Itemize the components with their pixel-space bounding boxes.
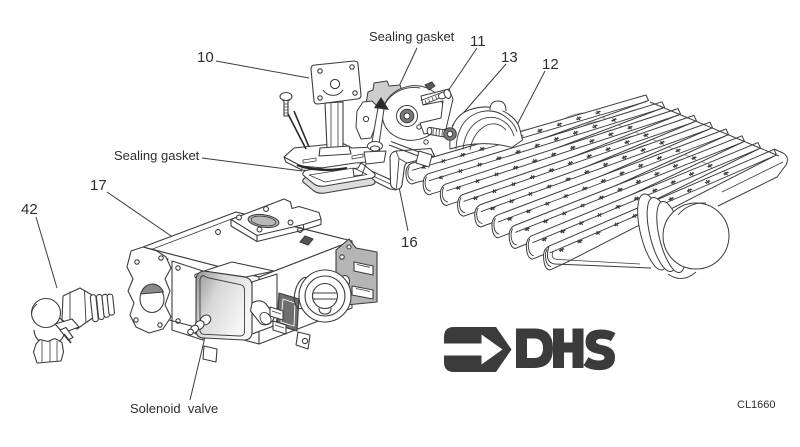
- svg-text:10: 10: [197, 49, 214, 66]
- svg-text:17: 17: [90, 177, 107, 194]
- svg-text:Solenoid valve: Solenoid valve: [130, 401, 218, 416]
- svg-text:13: 13: [501, 49, 518, 66]
- svg-text:42: 42: [21, 201, 38, 218]
- svg-text:11: 11: [470, 33, 486, 50]
- svg-text:16: 16: [401, 234, 418, 251]
- svg-text:Sealing gasket: Sealing gasket: [114, 148, 200, 163]
- svg-text:CL1660: CL1660: [737, 399, 776, 411]
- svg-text:12: 12: [542, 56, 559, 73]
- svg-text:Sealing gasket: Sealing gasket: [369, 29, 455, 44]
